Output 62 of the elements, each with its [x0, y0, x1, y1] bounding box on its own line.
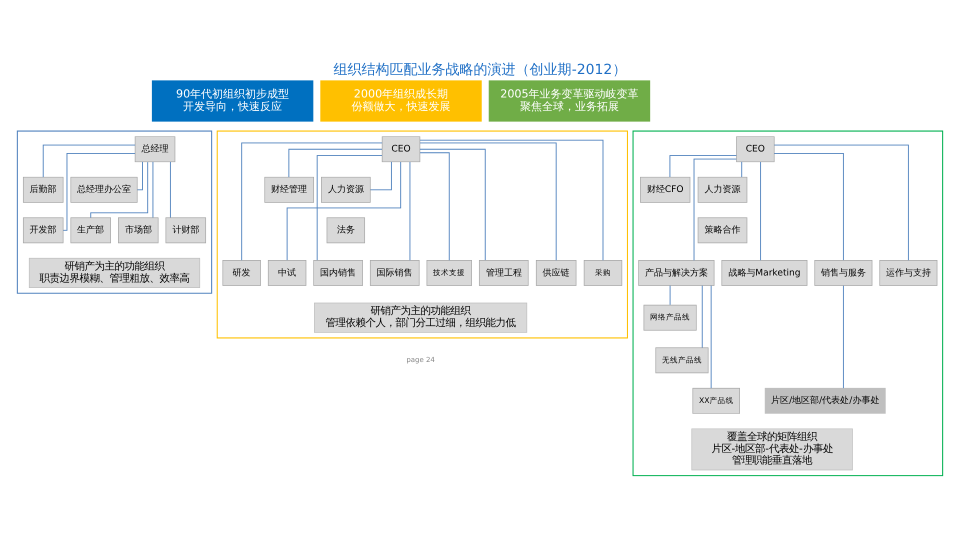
- diagram-title: 组织结构匹配业务战略的演进（创业期-2012）: [334, 61, 626, 78]
- connector: [316, 154, 382, 260]
- node-box: 国际销售: [370, 260, 420, 286]
- connector: [774, 144, 909, 260]
- connector: [710, 284, 712, 388]
- connector: [670, 284, 671, 305]
- cluster: [216, 130, 628, 338]
- connector: [288, 148, 382, 178]
- node-box: 财经CFO: [640, 176, 690, 202]
- connector: [419, 148, 486, 260]
- node-box: 管理工程: [478, 260, 529, 286]
- node-box: 生产部: [70, 216, 111, 243]
- node-box: 后勤部: [22, 176, 64, 202]
- node-box: CEO: [736, 136, 775, 162]
- connector: [42, 144, 136, 178]
- connector: [370, 160, 392, 190]
- connector: [420, 142, 557, 260]
- node-box: 研销产为主的功能组织 管理依赖个人，部门分工过细，组织能力低: [314, 302, 528, 332]
- connector: [669, 154, 737, 177]
- connector: [286, 161, 402, 260]
- node-box: 2000年组织成长期 份额做大，快速发展: [320, 80, 482, 122]
- node-box: 供应链: [536, 260, 576, 286]
- connector: [170, 160, 171, 218]
- node-box: 产品与解决方案: [638, 260, 714, 286]
- connector: [694, 158, 737, 260]
- connector: [420, 152, 450, 260]
- cluster: [632, 130, 944, 476]
- connector: [702, 284, 703, 348]
- node-box: 中试: [268, 260, 306, 286]
- node-box: 运作与支持: [879, 260, 938, 286]
- node-box: 人力资源: [321, 176, 371, 202]
- node-box: 覆盖全球的矩阵组织 片区-地区部-代表处-办事处 管理职能垂直落地: [691, 428, 853, 470]
- connector: [136, 160, 143, 190]
- node-box: 战略与Marketing: [721, 260, 808, 286]
- node-box: 开发部: [22, 216, 64, 243]
- node-box: 法务: [326, 216, 366, 243]
- node-box: 人力资源: [698, 176, 748, 202]
- node-box: 计财部: [166, 216, 206, 243]
- connector: [62, 152, 136, 230]
- node-box: 销售与服务: [814, 260, 872, 286]
- node-box: CEO: [382, 136, 420, 162]
- node-box: 90年代初组织初步成型 开发导向，快速反应: [152, 80, 314, 122]
- node-box: 国内销售: [313, 260, 363, 286]
- node-box: 市场部: [118, 216, 159, 243]
- connector: [760, 161, 762, 260]
- connector: [420, 139, 604, 260]
- connector: [241, 142, 383, 260]
- connector: [409, 161, 410, 260]
- connector: [90, 161, 148, 218]
- connector: [774, 152, 844, 260]
- node-box: 2005年业务变革驱动岐变革 聚焦全球，业务拓展: [488, 80, 650, 122]
- node-box: 研发: [222, 260, 261, 286]
- cluster: [16, 130, 212, 294]
- node-box: 研销产为主的功能组织 职责边界模糊、管理粗放、效率高: [28, 257, 200, 288]
- node-box: 片区/地区部/代表处/办事处: [764, 387, 886, 414]
- node-box: 策略合作: [698, 216, 748, 243]
- node-box: 总经理: [134, 136, 176, 162]
- node-box: 总经理办公室: [70, 176, 138, 202]
- connector: [741, 160, 742, 177]
- connector: [152, 160, 154, 218]
- node-box: 财经管理: [264, 176, 314, 202]
- connector: [842, 284, 844, 388]
